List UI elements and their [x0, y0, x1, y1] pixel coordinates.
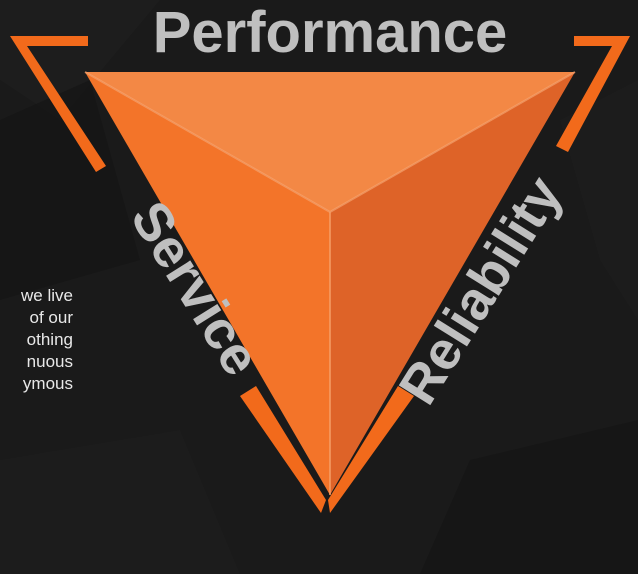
pyramid-face-top [85, 72, 575, 212]
paragraph-line-4: nuous [26, 352, 73, 371]
paragraph-line-5: ymous [22, 374, 73, 393]
paragraph-line-2: of our [29, 308, 73, 327]
paragraph-line-1: we live [21, 286, 73, 305]
performance-label: Performance [153, 0, 508, 65]
paragraph-line-3: othing [26, 330, 73, 349]
pyramid [84, 71, 576, 495]
intro-paragraph: we live of our othing nuous ymous [0, 285, 73, 395]
triangle-frame [10, 36, 630, 513]
